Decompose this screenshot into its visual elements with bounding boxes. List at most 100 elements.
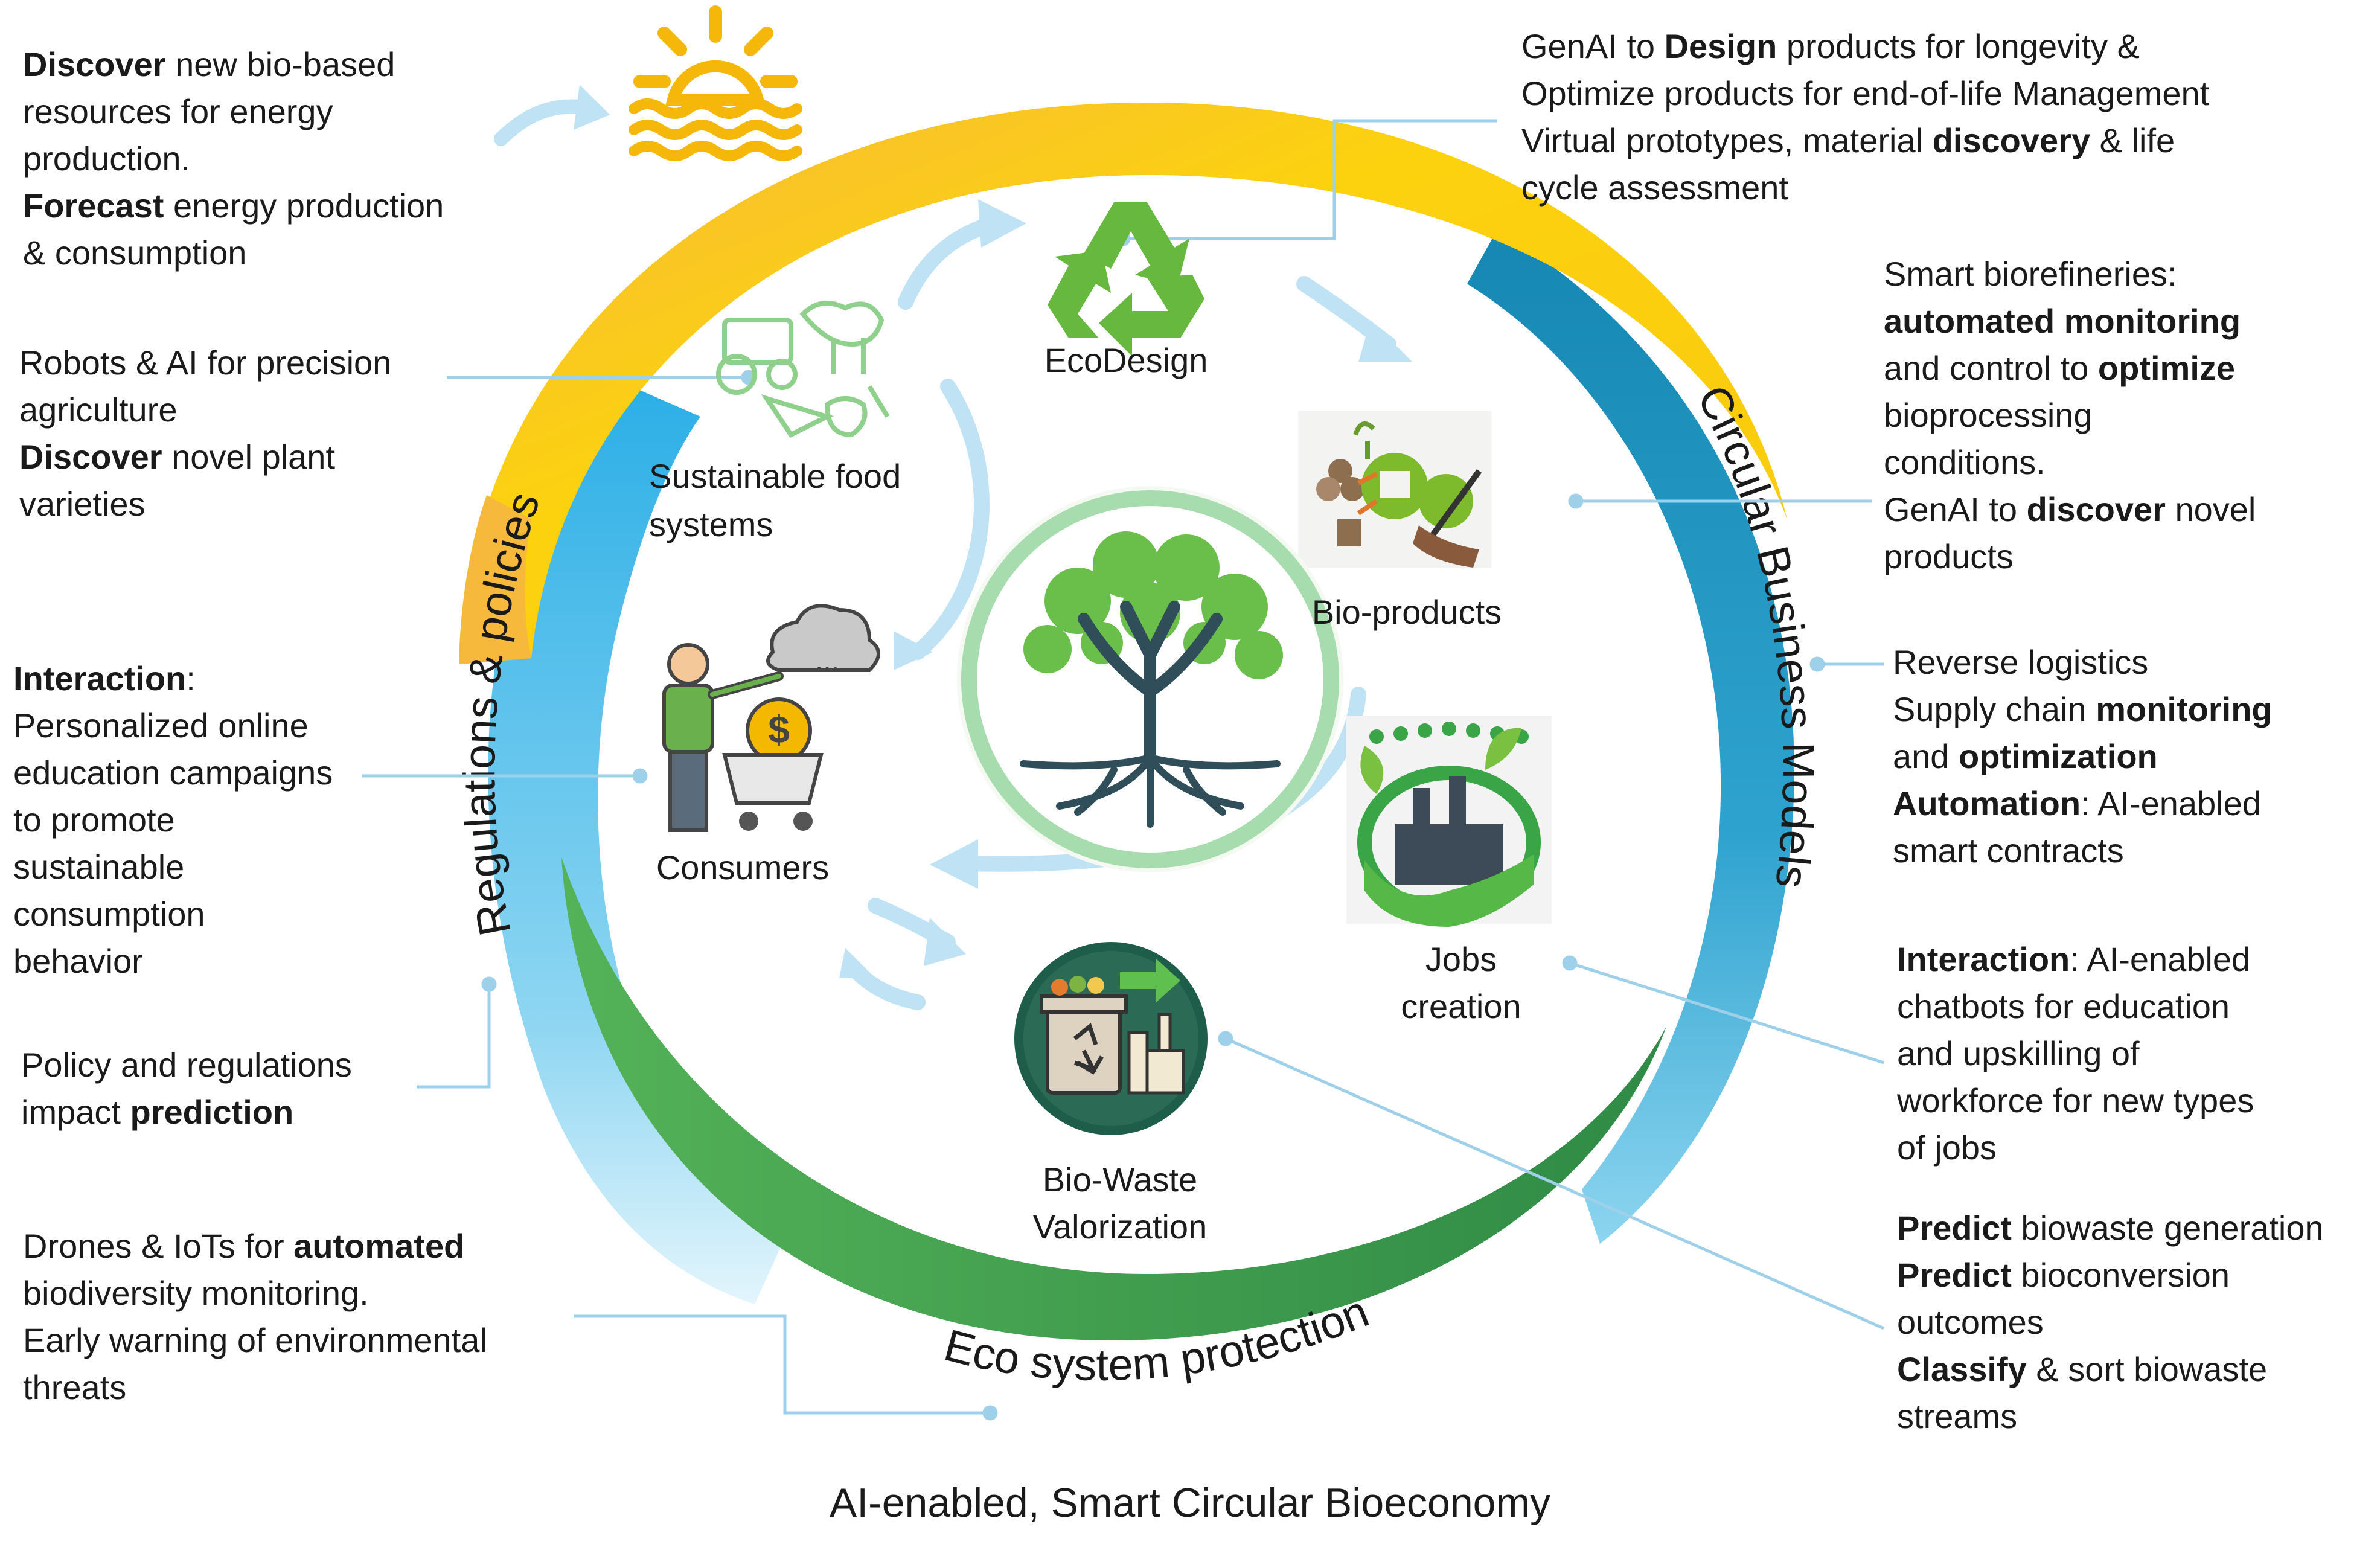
note-bold-text: optimization xyxy=(1959,737,2158,775)
note-line: conditions. xyxy=(1884,439,2256,486)
note-text: & life xyxy=(2090,121,2175,159)
note-line: education campaigns xyxy=(13,749,333,796)
note-line: and control to optimize xyxy=(1884,345,2256,392)
note-line: Interaction: xyxy=(13,655,333,702)
note-bold-text: Predict xyxy=(1897,1209,2012,1247)
ring-band-bottom-green xyxy=(561,857,1666,1340)
note-text: chatbots for education xyxy=(1897,987,2230,1025)
note-line: resources for energy xyxy=(23,88,444,135)
note-text: to promote xyxy=(13,801,175,839)
note-text: Virtual prototypes, material xyxy=(1521,121,1933,159)
note-text: and xyxy=(1893,737,1959,775)
note-text: and control to xyxy=(1884,349,2098,387)
note-line: streams xyxy=(1897,1393,2324,1440)
note-text: threats xyxy=(23,1368,127,1406)
note-line: Personalized online xyxy=(13,702,333,749)
connector-policy-note xyxy=(417,984,491,1089)
connector-jobs-note xyxy=(1569,961,1884,1065)
note-line: production. xyxy=(23,135,444,182)
tree-icon xyxy=(957,486,1343,872)
note-line: Reverse logistics xyxy=(1893,639,2273,686)
note-line: Predict bioconversion xyxy=(1897,1252,2324,1299)
note-line: Interaction: AI-enabled xyxy=(1897,936,2254,983)
note-line: & consumption xyxy=(23,229,444,277)
note-text: workforce for new types xyxy=(1897,1081,2254,1119)
note-text: novel plant xyxy=(162,438,336,476)
note-jobs: Interaction: AI-enabled chatbots for educ… xyxy=(1897,936,2254,1171)
recycle-icon xyxy=(1048,202,1204,356)
note-text: & consumption xyxy=(23,234,247,272)
note-bold-text: Design xyxy=(1664,27,1777,65)
note-text: outcomes xyxy=(1897,1303,2044,1341)
note-bold-text: monitoring xyxy=(2096,690,2273,728)
note-text: production. xyxy=(23,139,191,178)
note-line: and upskilling of xyxy=(1897,1030,2254,1077)
note-text: bioconversion xyxy=(2011,1256,2230,1294)
connector-eco-note xyxy=(574,1314,990,1415)
node-label-biowaste-line2: Valorization xyxy=(1032,1208,1208,1246)
note-line: Classify & sort biowaste xyxy=(1897,1346,2324,1393)
note-line: agriculture xyxy=(19,386,391,434)
note-text: consumption xyxy=(13,895,205,933)
note-line: Smart biorefineries: xyxy=(1884,251,2256,298)
note-policy: Policy and regulations impact prediction xyxy=(21,1042,352,1136)
note-bold-text: discover xyxy=(2026,490,2166,528)
note-line: Discover novel plant xyxy=(19,434,391,481)
note-line: GenAI to discover novel xyxy=(1884,486,2256,533)
note-line: sustainable xyxy=(13,844,333,891)
note-line: impact prediction xyxy=(21,1089,352,1136)
bioproducts-icon xyxy=(1298,411,1491,568)
note-line: cycle assessment xyxy=(1521,164,2209,211)
note-text: Personalized online xyxy=(13,706,309,744)
note-bold-text: automated xyxy=(293,1227,465,1265)
note-text: Policy and regulations xyxy=(21,1046,352,1084)
note-consumer-interaction: Interaction: Personalized online education… xyxy=(13,655,333,985)
note-text: GenAI to xyxy=(1521,27,1665,65)
note-text: behavior xyxy=(13,942,143,980)
note-text: energy production xyxy=(164,187,444,225)
note-text: products xyxy=(1884,537,2014,575)
note-line: Policy and regulations xyxy=(21,1042,352,1089)
note-text: novel xyxy=(2165,490,2256,528)
note-line: bioprocessing xyxy=(1884,392,2256,439)
note-text: : xyxy=(186,659,196,697)
note-bold-text: prediction xyxy=(130,1093,294,1131)
note-line: Automation: AI-enabled xyxy=(1893,780,2273,827)
note-text: Reverse logistics xyxy=(1893,643,2149,681)
note-text: : AI-enabled xyxy=(2081,784,2261,822)
note-ecodesign: GenAI to Design products for longevity &… xyxy=(1521,23,2209,211)
connector-waste-note xyxy=(1224,1037,1885,1330)
note-line: and optimization xyxy=(1893,733,2273,780)
note-line: Robots & AI for precision xyxy=(19,339,391,386)
note-text: streams xyxy=(1897,1397,2018,1435)
note-line: Virtual prototypes, material discovery &… xyxy=(1521,117,2209,164)
note-text: Smart biorefineries: xyxy=(1884,255,2177,293)
note-text: new bio-based xyxy=(165,45,395,83)
energy-arrow xyxy=(494,85,610,146)
ring-band-left-blue xyxy=(488,374,785,1304)
note-bold-text: Predict xyxy=(1897,1256,2012,1294)
arrow-head-food-ecodesign xyxy=(978,199,1026,248)
note-text: bioprocessing xyxy=(1884,396,2093,434)
node-label-jobs-line2: creation xyxy=(1401,987,1521,1025)
note-bold-text: automated monitoring xyxy=(1884,302,2241,340)
note-text: impact xyxy=(21,1093,130,1131)
note-bold-text: Discover xyxy=(19,438,162,476)
connectors xyxy=(362,119,1885,1421)
node-label-consumers: Consumers xyxy=(656,848,830,886)
svg-text:$: $ xyxy=(768,708,790,751)
note-line: products xyxy=(1884,533,2256,580)
note-text: varieties xyxy=(19,485,146,523)
note-text: biowaste generation xyxy=(2011,1209,2324,1247)
note-text: Early warning of environmental xyxy=(23,1321,487,1359)
consumers-icon: ... $ xyxy=(662,604,880,832)
note-text: & sort biowaste xyxy=(2026,1350,2268,1388)
node-label-biowaste-line1: Bio-Waste xyxy=(1042,1161,1198,1199)
note-line: chatbots for education xyxy=(1897,983,2254,1030)
note-line: Forecast energy production xyxy=(23,182,444,229)
arrow-head-waste-cons xyxy=(839,948,875,978)
note-text: cycle assessment xyxy=(1521,168,1788,207)
